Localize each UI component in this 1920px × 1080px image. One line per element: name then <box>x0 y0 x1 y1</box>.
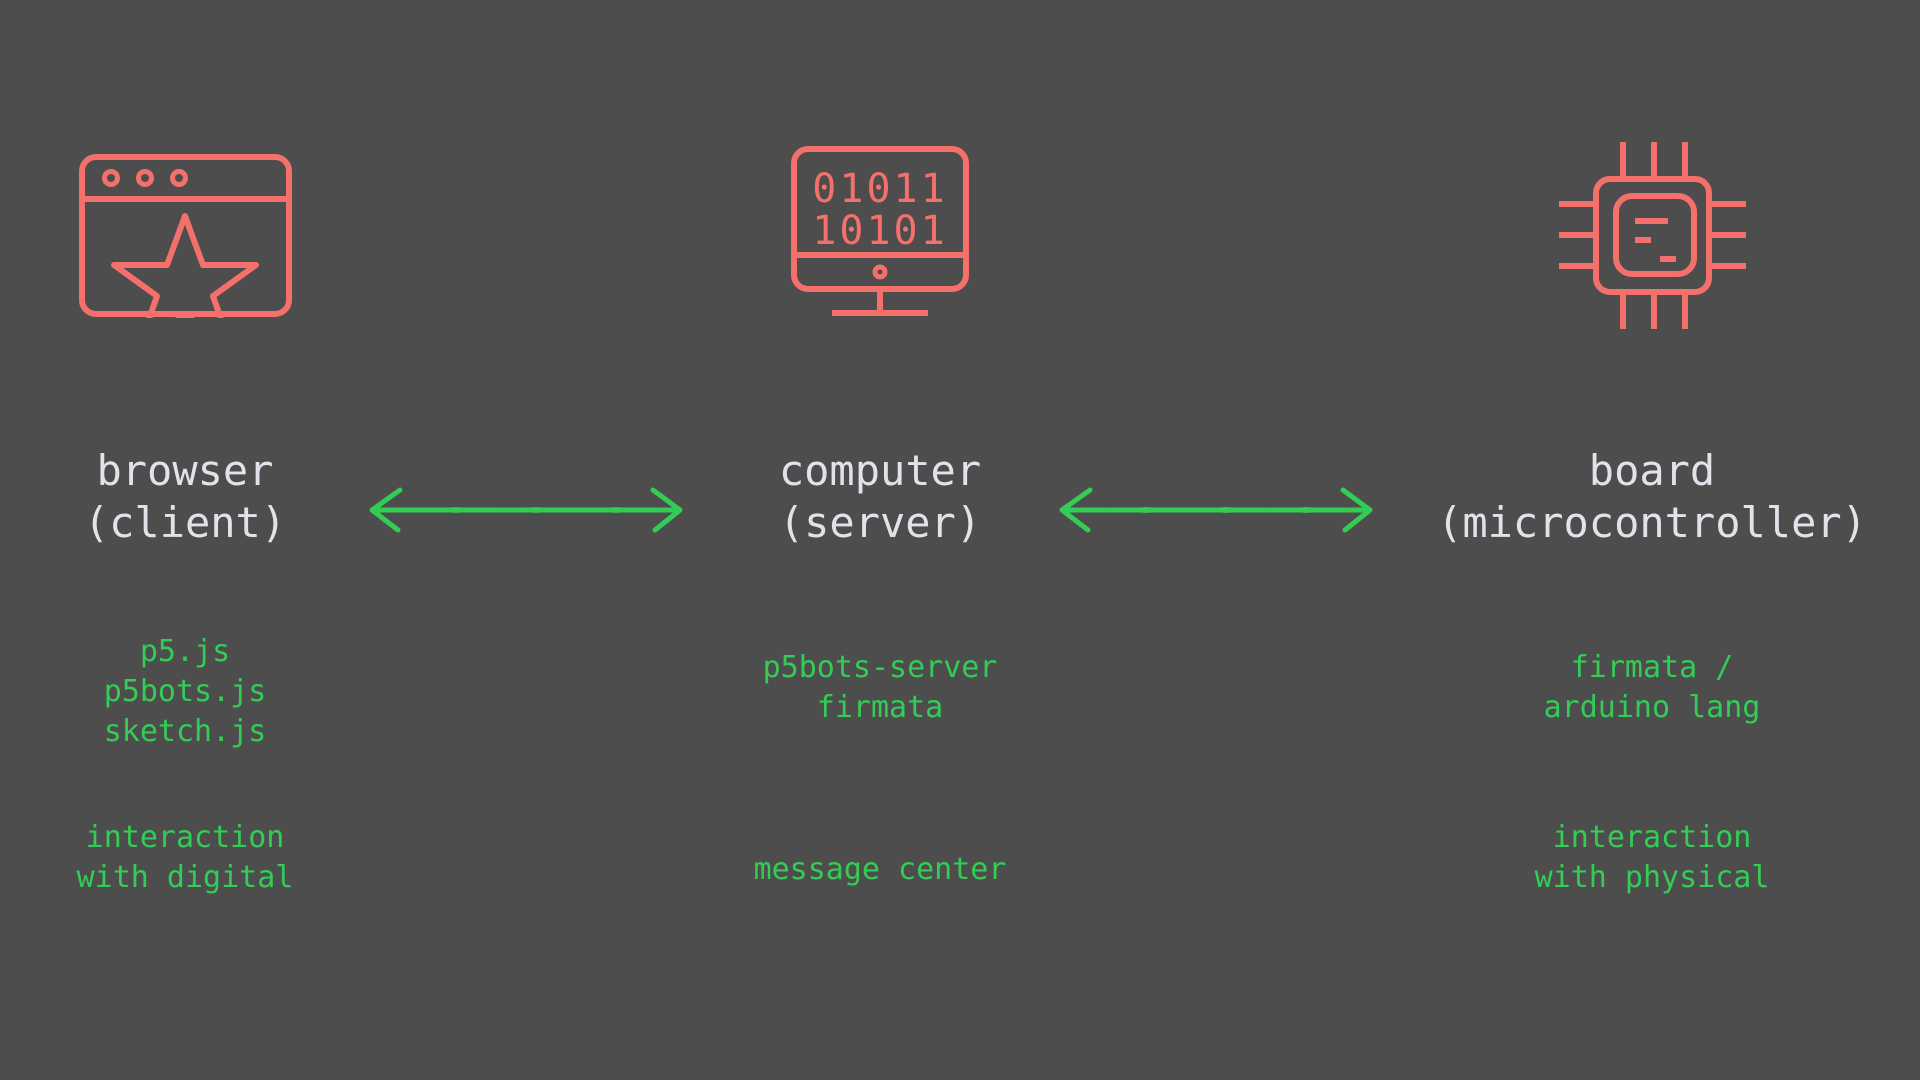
node-browser-title-line1: browser <box>96 446 274 495</box>
node-computer-role: message center <box>753 852 1007 887</box>
node-browser-role: interaction with digital <box>76 820 294 895</box>
node-browser-title: browser(client) <box>0 445 495 549</box>
monitor-binary-row-1: 01011 <box>812 166 947 212</box>
browser-window-star-icon <box>0 135 495 335</box>
node-browser-title-line2: (client) <box>83 498 287 547</box>
node-computer: 01011 10101 computer(server) p5bots-serv… <box>570 0 1190 1080</box>
node-board-title: board(microcontroller) <box>1282 445 1920 549</box>
node-board: board(microcontroller) firmata / arduino… <box>1342 0 1920 1080</box>
node-computer-title: computer(server) <box>570 445 1190 549</box>
monitor-binary-row-2: 10101 <box>812 208 947 254</box>
node-computer-title-line2: (server) <box>778 498 982 547</box>
node-board-role: interaction with physical <box>1534 820 1770 895</box>
node-board-title-line1: board <box>1588 446 1716 495</box>
node-computer-libraries: p5bots-server firmata <box>762 650 998 725</box>
node-board-title-line2: (microcontroller) <box>1437 498 1867 547</box>
connection-browser-computer-arrow <box>356 482 696 538</box>
microchip-icon <box>1342 135 1920 335</box>
node-browser-libraries: p5.js p5bots.js sketch.js <box>103 634 267 749</box>
node-browser: browser(client) p5.js p5bots.js sketch.j… <box>0 0 495 1080</box>
node-computer-title-line1: computer <box>778 446 982 495</box>
connection-computer-board-arrow <box>1046 482 1386 538</box>
monitor-binary-icon: 01011 10101 <box>570 135 1190 335</box>
node-board-libraries: firmata / arduino lang <box>1543 650 1761 725</box>
